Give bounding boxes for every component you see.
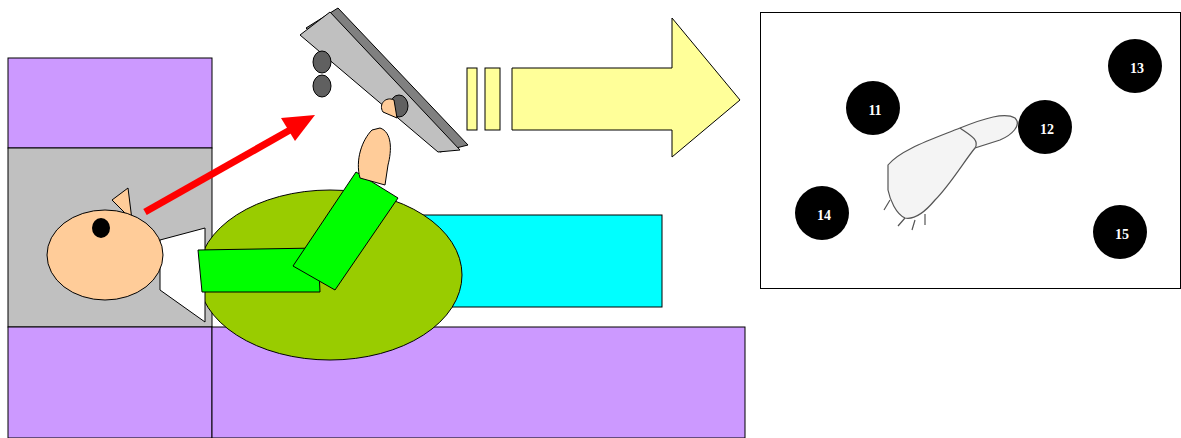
- scanner-top: [8, 58, 212, 148]
- callout-circle: 15: [1093, 205, 1147, 259]
- callout-circle: 14: [795, 186, 849, 240]
- eye: [92, 218, 110, 238]
- projection-arrow-bar: [467, 68, 477, 130]
- hand-picture: [884, 116, 1017, 230]
- callout-number: 13: [1108, 39, 1162, 93]
- callout-circle: 13: [1108, 39, 1162, 93]
- head: [47, 210, 163, 300]
- button-box: [300, 12, 460, 152]
- button: [313, 51, 331, 73]
- hand: [358, 128, 390, 185]
- forearm: [293, 172, 398, 290]
- callout-circle: 11: [846, 81, 900, 135]
- display-screen: [761, 13, 1181, 289]
- callout-number: 12: [1018, 100, 1072, 154]
- callout-number: 11: [846, 81, 900, 135]
- callout-number: 15: [1093, 205, 1147, 259]
- callout-number: 14: [795, 186, 849, 240]
- projection-arrow-bar: [485, 68, 500, 130]
- gaze-arrow-head: [281, 115, 315, 141]
- button: [313, 75, 331, 97]
- neck: [160, 228, 205, 322]
- callout-circle: 12: [1018, 100, 1072, 154]
- thumb: [381, 99, 397, 118]
- scanner-bore: [8, 148, 212, 327]
- scanner-bottom: [8, 327, 212, 438]
- projection-arrow: [512, 18, 740, 157]
- gaze-arrow: [145, 130, 290, 212]
